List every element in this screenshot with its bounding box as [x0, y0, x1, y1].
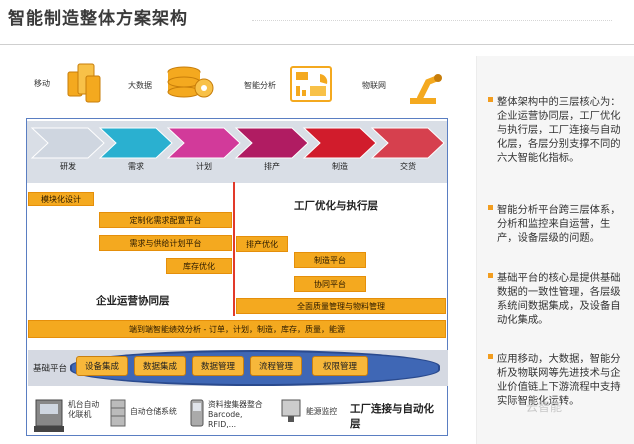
chevron-label-plan: 计划 [196, 162, 212, 171]
note-4: 应用移动，大数据，智能分析及物联网等先进技术与企业价值链上下游流程中支持实际智能… [497, 353, 621, 407]
tech-label-mobile: 移动 [34, 79, 50, 88]
base-item-process: 流程管理 [250, 356, 302, 376]
box-custom-config: 定制化需求配置平台 [99, 212, 232, 228]
chevron-plan [166, 127, 241, 159]
box-inventory: 库存优化 [166, 258, 232, 274]
bullet-marker [486, 271, 498, 283]
chevron-label-rd: 研发 [60, 162, 76, 171]
box-quality-material: 全面质量管理与物料管理 [236, 298, 446, 314]
box-e2e-analytics: 端到端智能绩效分析 - 订单，计划，制造，库存，质量，能源 [28, 320, 446, 338]
chevron-mfg [302, 127, 377, 159]
chevron-label-delivery: 交货 [400, 162, 416, 171]
bottom-machine-label: 机台自动化联机 [68, 400, 100, 419]
title-divider [0, 44, 634, 45]
box-demand-supply: 需求与供给计划平台 [99, 235, 232, 251]
mobile-devices-icon [67, 63, 101, 103]
layer-factory-label: 工厂优化与执行层 [294, 200, 378, 212]
layer-enterprise-label: 企业运营协同层 [96, 295, 170, 307]
box-schedule-opt: 排产优化 [236, 236, 288, 252]
value-chain-chevrons [30, 127, 445, 159]
machine-icon [34, 399, 64, 432]
base-item-permission: 权限管理 [312, 356, 368, 376]
chevron-label-mfg: 制造 [332, 162, 348, 171]
architecture-frame [26, 118, 448, 436]
analytics-dashboard-icon [290, 66, 332, 102]
layer-connect-label: 工厂连接与自动化层 [350, 403, 434, 430]
notes-panel [476, 56, 634, 444]
monitor-icon [281, 399, 301, 422]
base-platform-label: 基础平台 [33, 364, 68, 374]
title-divider-dots [252, 20, 612, 22]
base-item-data-mgmt: 数据管理 [192, 356, 244, 376]
bottom-scanner-label: 资料搜集器整合 Barcode, RFID,... [208, 400, 263, 429]
robot-arm-icon [410, 74, 442, 104]
chevron-delivery [370, 127, 445, 159]
scanner-icon [190, 399, 204, 427]
watermark: 云智能 [526, 400, 563, 414]
tech-label-iot: 物联网 [362, 81, 386, 90]
base-item-device: 设备集成 [76, 356, 128, 376]
warehouse-icon [110, 399, 126, 427]
bottom-energy-label: 能源监控 [306, 407, 338, 416]
tech-label-analytics: 智能分析 [244, 81, 276, 90]
box-mfg-platform: 制造平台 [294, 252, 366, 268]
bullet-marker [486, 352, 498, 364]
bullet-marker [486, 203, 498, 215]
bottom-warehouse-label: 自动仓储系统 [130, 407, 177, 416]
page-title: 智能制造整体方案架构 [8, 9, 188, 29]
chevron-label-demand: 需求 [128, 162, 144, 171]
note-2: 智能分析平台跨三层体系，分析和监控来自运营，生产，设备层级的问题。 [497, 204, 621, 244]
chevron-rd [30, 127, 105, 159]
database-stack-icon [167, 66, 214, 98]
note-1: 整体架构中的三层核心为：企业运营协同层，工厂优化与执行层，工厂连接与自动化层，各… [497, 96, 621, 164]
box-modular-design: 模块化设计 [28, 192, 94, 206]
layer-divider [233, 182, 235, 316]
chevron-schedule [234, 127, 309, 159]
tech-label-bigdata: 大数据 [128, 81, 152, 90]
box-collab-platform: 协同平台 [294, 276, 366, 292]
chevron-label-schedule: 排产 [264, 162, 280, 171]
bullet-marker [486, 95, 498, 107]
base-item-data-integration: 数据集成 [134, 356, 186, 376]
chevron-demand [98, 127, 173, 159]
note-3: 基础平台的核心是提供基础数据的一致性管理，各层级系统间数据集成，及设备自动化集成… [497, 272, 621, 326]
